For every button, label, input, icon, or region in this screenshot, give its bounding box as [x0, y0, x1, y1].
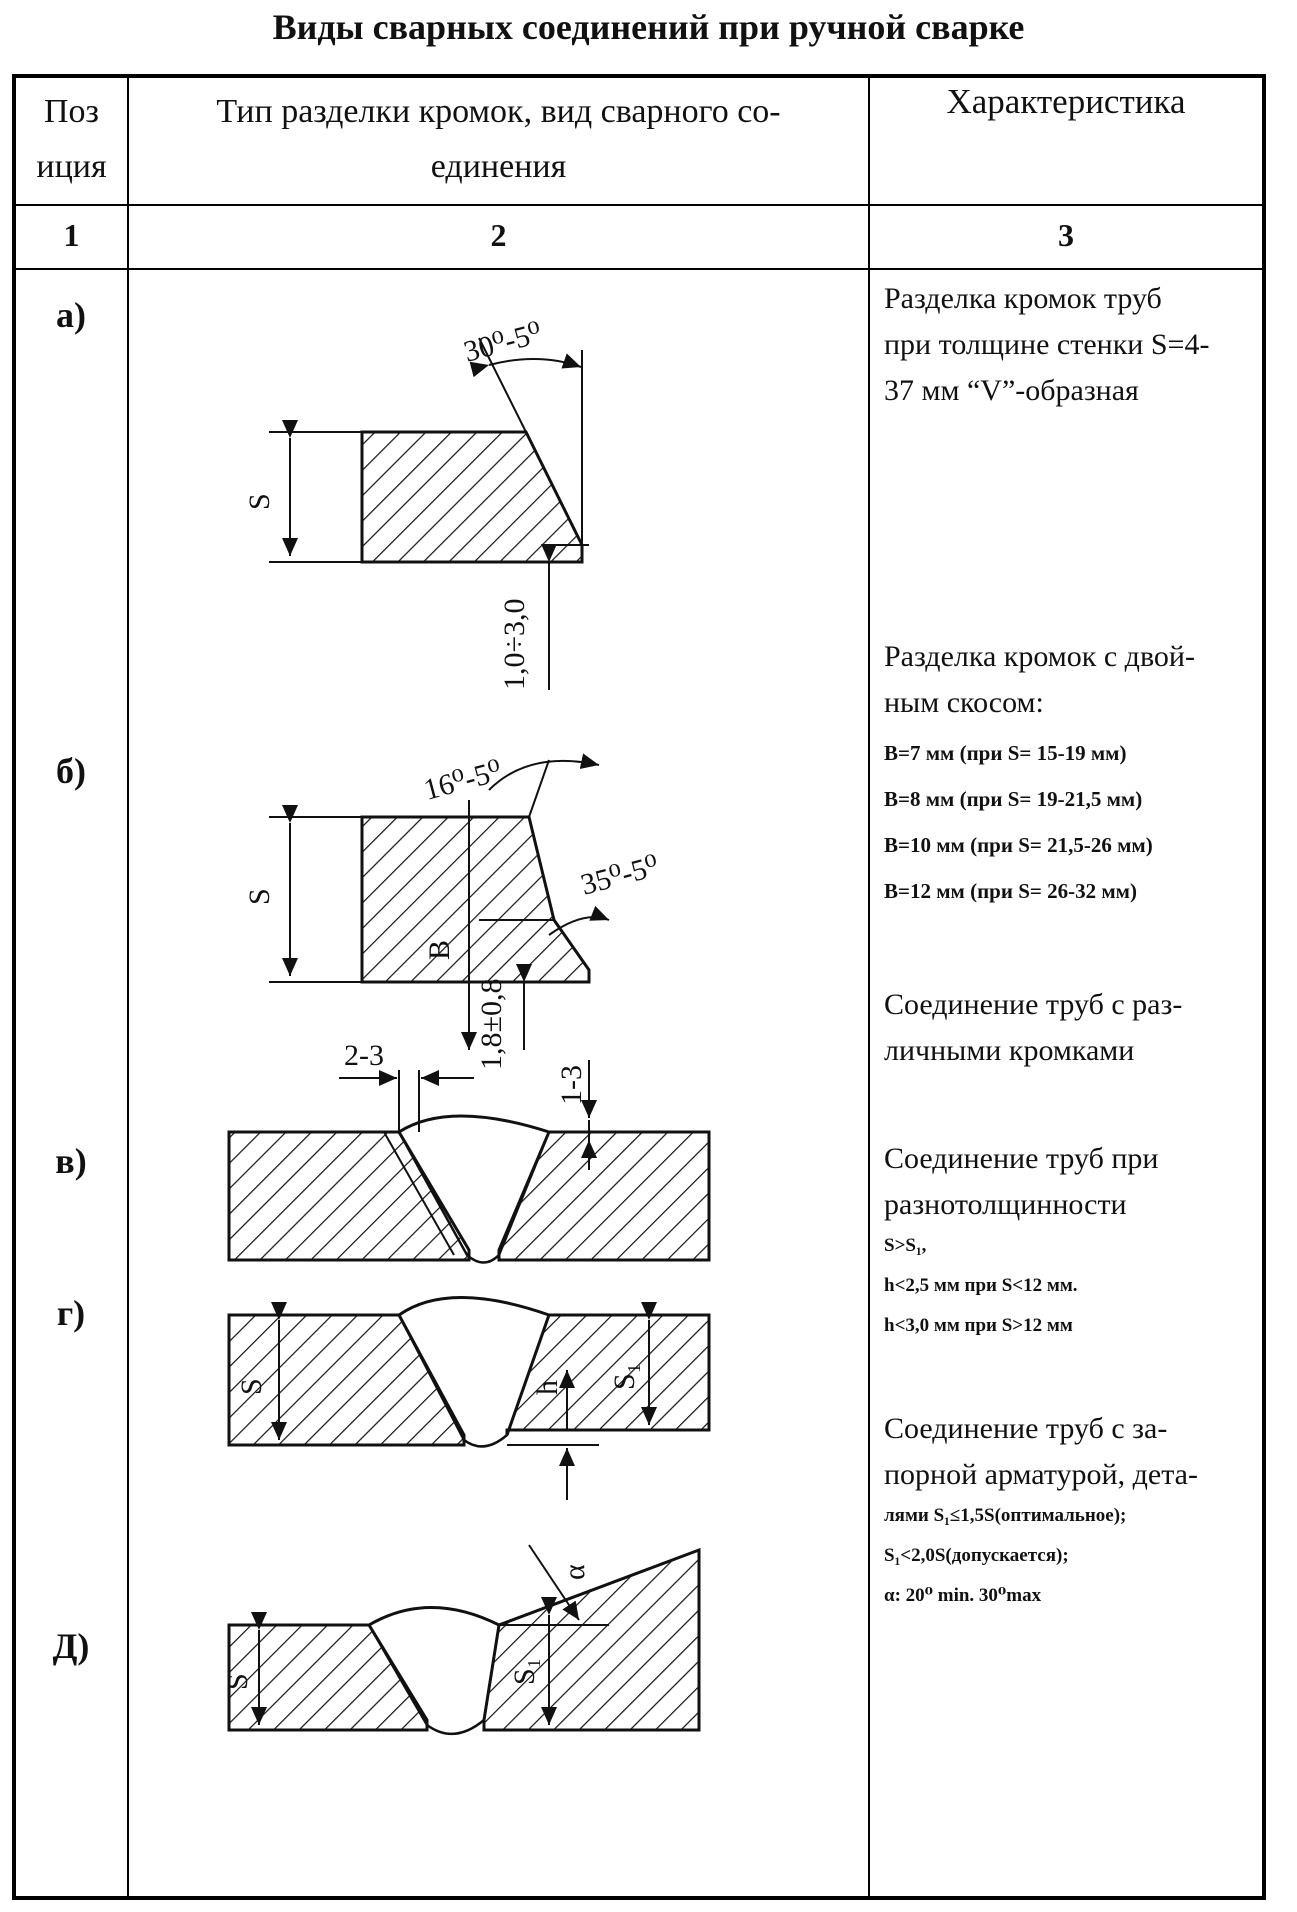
drawings-cell: 30⁰-5⁰ S 1,0÷3,0 16⁰-5⁰ 35⁰-5⁰ S В 1,8±0…	[127, 268, 870, 1899]
characteristics-cell: Разделка кромок труб при толщине стенки …	[868, 268, 1265, 1899]
desc-b-detail: В=10 мм (при S= 21,5-26 мм)	[884, 833, 1153, 857]
label-b-thickness: S	[243, 888, 276, 905]
desc-g-line: разнотолщинности	[884, 1188, 1127, 1221]
label-a-gap: 1,0÷3,0	[498, 599, 531, 690]
drawing-b-double-bevel	[269, 753, 610, 1050]
weld-drawings: 30⁰-5⁰ S 1,0÷3,0 16⁰-5⁰ 35⁰-5⁰ S В 1,8±0…	[221, 316, 711, 1736]
desc-d: Соединение труб с за- порной арматурой, …	[884, 1406, 1256, 1498]
desc-b-detail: В=12 мм (при S= 26-32 мм)	[884, 879, 1137, 903]
desc-b: Разделка кромок с двой- ным скосом:	[884, 634, 1256, 726]
desc-g-details: S>S₁, h<2,5 мм при S<12 мм. h<3,0 мм при…	[884, 1226, 1264, 1346]
header-type: Тип разделки кромок, вид сварного со- ед…	[127, 75, 870, 206]
body-row: а) б) в) г) Д)	[13, 268, 1265, 1899]
desc-a-line: при толщине стенки S=4-	[884, 328, 1210, 361]
label-g-thickness: S	[235, 1378, 268, 1395]
column-number-1: 1	[13, 204, 129, 270]
drawing-v-butt-joint	[227, 1060, 711, 1264]
header-characteristic: Характеристика	[868, 75, 1265, 206]
desc-d-detail: α: 20⁰ min. 30⁰max	[884, 1585, 1042, 1606]
header-position-line1: Поз	[44, 93, 99, 130]
positions-cell: а) б) в) г) Д)	[13, 268, 129, 1899]
header-row: Поз иция Тип разделки кромок, вид сварно…	[13, 75, 1265, 206]
label-v-reinforcement: 1-3	[555, 1065, 588, 1105]
label-b-angle1: 16⁰-5⁰	[420, 754, 505, 806]
desc-b-detail: В=7 мм (при S= 15-19 мм)	[884, 741, 1127, 765]
drawing-d-valve-connection	[227, 1544, 701, 1736]
label-a-angle: 30⁰-5⁰	[460, 316, 545, 368]
desc-d-line: Соединение труб с за-	[884, 1412, 1168, 1445]
header-type-line1: Тип разделки кромок, вид сварного со-	[216, 93, 781, 130]
header-position-line2: иция	[36, 148, 107, 185]
desc-d-detail: лями S₁≤1,5S(оптимальное);	[884, 1505, 1127, 1526]
position-d: Д)	[52, 1626, 90, 1666]
drawing-a-v-groove	[269, 337, 589, 690]
desc-g-line: Соединение труб при	[884, 1142, 1159, 1175]
desc-b-details: В=7 мм (при S= 15-19 мм) В=8 мм (при S= …	[884, 730, 1264, 914]
position-b: б)	[56, 751, 86, 791]
desc-a-line: 37 мм “V”-образная	[884, 374, 1139, 407]
drawing-g-different-thickness	[227, 1296, 711, 1500]
header-type-line2: единения	[430, 148, 567, 185]
desc-d-line: порной арматурой, дета-	[884, 1458, 1198, 1491]
desc-g-detail: h<2,5 мм при S<12 мм.	[884, 1275, 1078, 1296]
position-v: в)	[55, 1141, 87, 1181]
label-g-thickness1: S₁	[608, 1363, 641, 1390]
label-d-alpha: α	[558, 1564, 591, 1580]
desc-a: Разделка кромок труб при толщине стенки …	[884, 276, 1256, 414]
desc-b-detail: В=8 мм (при S= 19-21,5 мм)	[884, 787, 1143, 811]
desc-g: Соединение труб при разнотолщинности	[884, 1136, 1256, 1228]
page-title: Виды сварных соединений при ручной сварк…	[272, 7, 1025, 47]
desc-b-line: Разделка кромок с двой-	[884, 640, 1195, 673]
label-d-thickness: S	[221, 1673, 254, 1690]
desc-v-line: личными кромками	[884, 1034, 1135, 1067]
desc-d-details: лями S₁≤1,5S(оптимальное); S₁<2,0S(допус…	[884, 1496, 1264, 1616]
desc-a-line: Разделка кромок труб	[884, 282, 1162, 315]
label-b-gap: 1,8±0,8	[475, 979, 508, 1070]
weld-joints-table: Поз иция Тип разделки кромок, вид сварно…	[12, 74, 1266, 1900]
label-b-bevel-height: В	[423, 940, 456, 960]
desc-g-detail: h<3,0 мм при S>12 мм	[884, 1315, 1073, 1336]
label-g-h: h	[531, 1380, 564, 1395]
label-a-thickness: S	[243, 493, 276, 510]
desc-g-detail: S>S₁,	[884, 1235, 927, 1256]
column-number-row: 1 2 3	[13, 204, 1265, 270]
position-a: а)	[56, 295, 86, 335]
label-d-thickness1: S₁	[508, 1658, 541, 1685]
desc-v: Соединение труб с раз- личными кромками	[884, 982, 1256, 1074]
desc-b-line: ным скосом:	[884, 686, 1044, 719]
column-number-2: 2	[127, 204, 870, 270]
desc-v-line: Соединение труб с раз-	[884, 988, 1183, 1021]
header-position: Поз иция	[13, 75, 129, 206]
column-number-3: 3	[868, 204, 1265, 270]
desc-d-detail: S₁<2,0S(допускается);	[884, 1545, 1069, 1566]
label-b-angle2: 35⁰-5⁰	[577, 849, 662, 901]
label-v-gap: 2-3	[344, 1039, 384, 1072]
position-g: г)	[56, 1293, 86, 1333]
